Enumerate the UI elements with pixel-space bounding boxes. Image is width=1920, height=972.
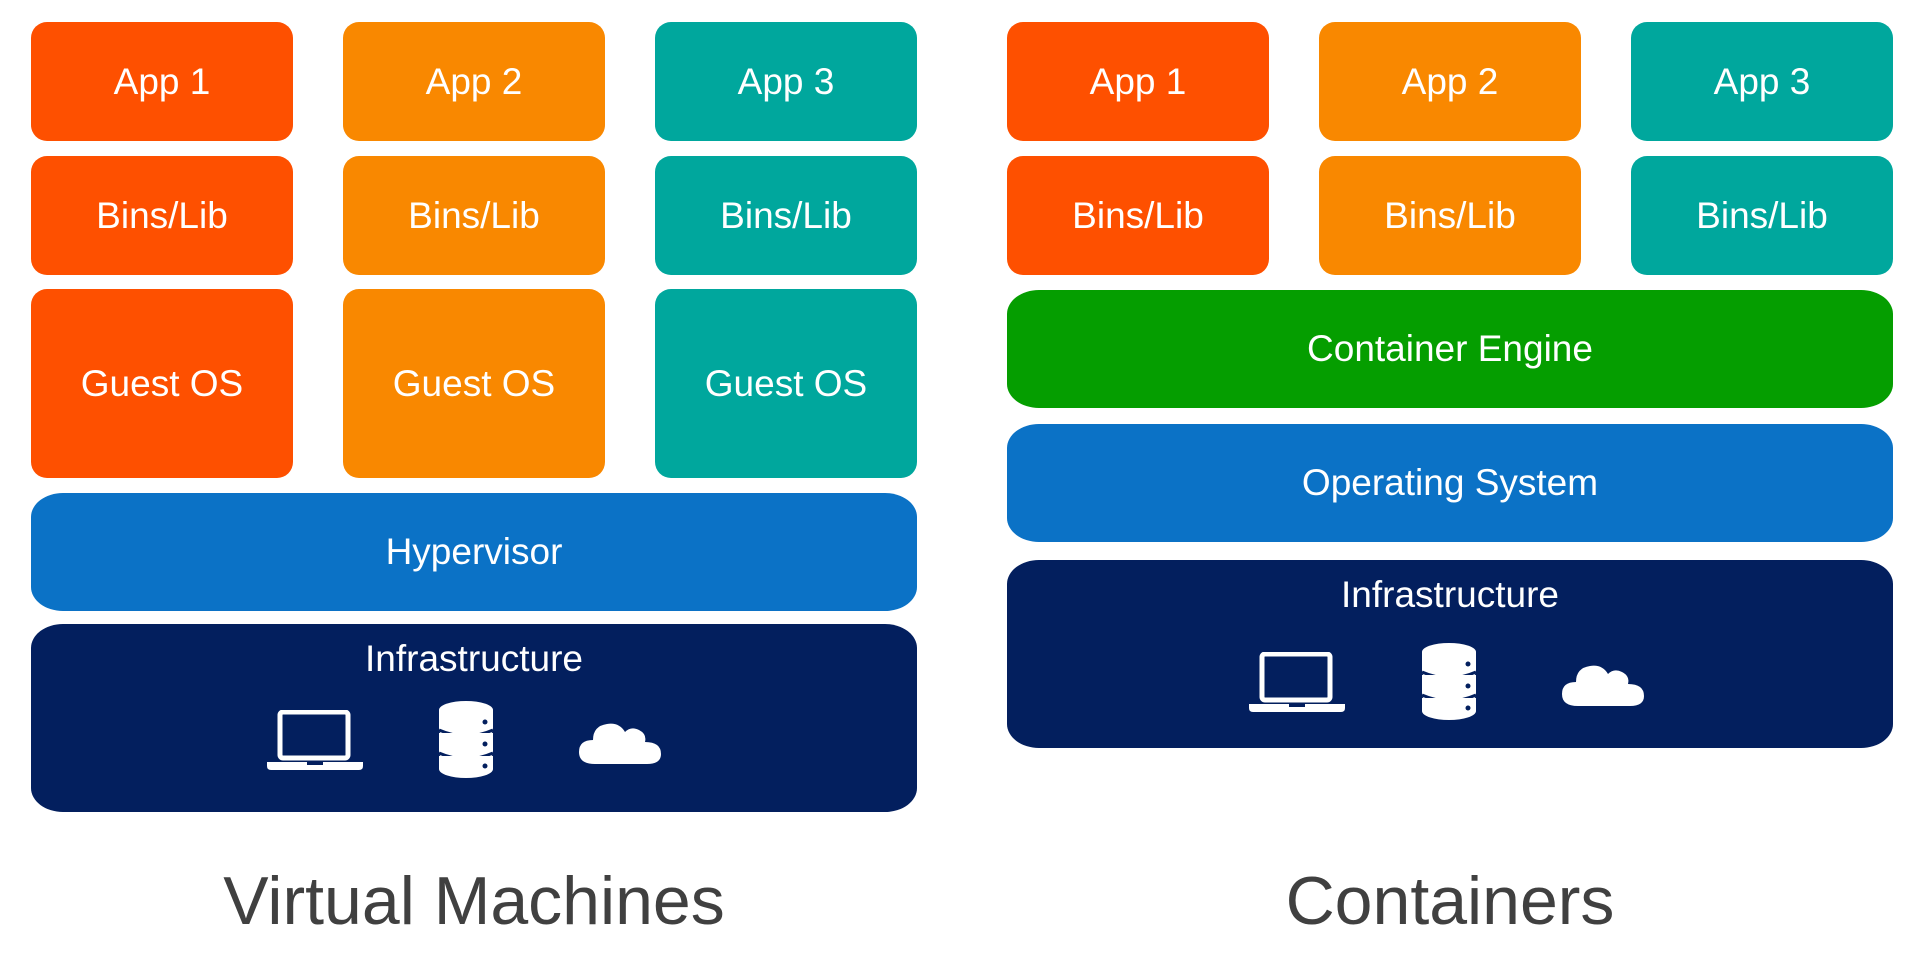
containers-caption: Containers bbox=[1285, 863, 1615, 939]
operating-system-layer: Operating System bbox=[1007, 424, 1893, 542]
vm-bins-3: Bins/Lib bbox=[655, 156, 917, 275]
vm-guest-os-1: Guest OS bbox=[31, 289, 293, 478]
vm-guest-os-3: Guest OS bbox=[655, 289, 917, 478]
container-app-2: App 2 bbox=[1319, 22, 1581, 141]
container-infrastructure-layer: Infrastructure bbox=[1007, 560, 1893, 748]
database-icon bbox=[1421, 643, 1477, 720]
vm-infrastructure-layer: Infrastructure bbox=[31, 624, 917, 812]
vm-caption: Virtual Machines bbox=[223, 863, 725, 939]
cloud-icon bbox=[579, 723, 661, 764]
container-app-3: App 3 bbox=[1631, 22, 1893, 141]
container-bins-2: Bins/Lib bbox=[1319, 156, 1581, 275]
vm-hypervisor-layer: Hypervisor bbox=[31, 493, 917, 611]
container-app-1: App 1 bbox=[1007, 22, 1269, 141]
container-engine-layer: Container Engine bbox=[1007, 290, 1893, 408]
cloud-icon bbox=[1562, 665, 1644, 706]
vm-app-1: App 1 bbox=[31, 22, 293, 141]
laptop-icon bbox=[267, 710, 363, 770]
database-icon bbox=[438, 701, 494, 778]
vm-bins-2: Bins/Lib bbox=[343, 156, 605, 275]
container-infrastructure-label: Infrastructure bbox=[1341, 574, 1559, 615]
vm-bins-1: Bins/Lib bbox=[31, 156, 293, 275]
vm-app-3: App 3 bbox=[655, 22, 917, 141]
vm-app-2: App 2 bbox=[343, 22, 605, 141]
vm-guest-os-2: Guest OS bbox=[343, 289, 605, 478]
container-bins-1: Bins/Lib bbox=[1007, 156, 1269, 275]
container-bins-3: Bins/Lib bbox=[1631, 156, 1893, 275]
vm-infrastructure-label: Infrastructure bbox=[365, 638, 583, 679]
laptop-icon bbox=[1249, 652, 1345, 712]
